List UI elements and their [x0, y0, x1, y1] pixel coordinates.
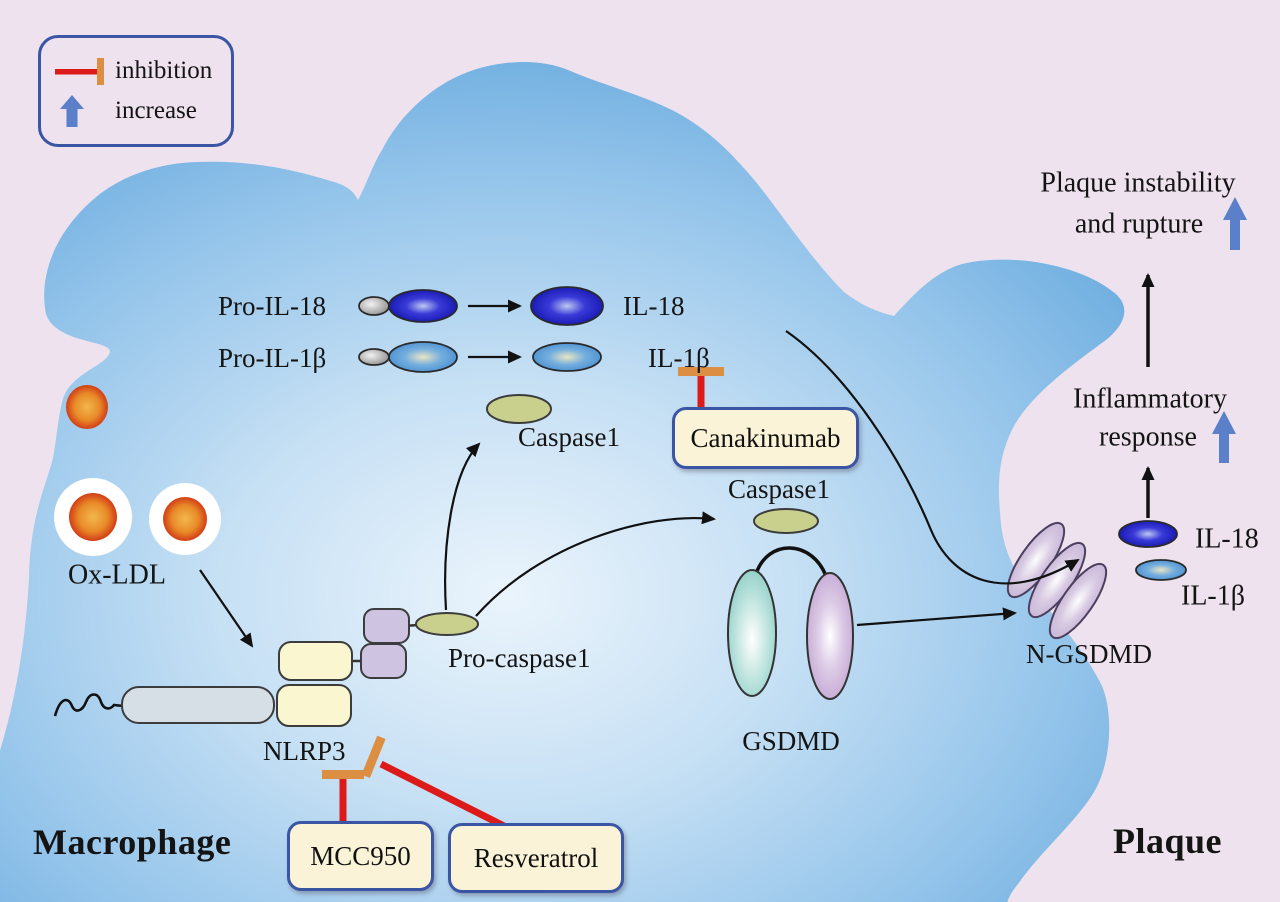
n-gsdmd-label: N-GSDMD — [1025, 638, 1153, 669]
nlrp3-domain-yellow-upper — [278, 641, 353, 681]
nlrp3-domain-purple-upper — [363, 608, 410, 644]
il18-released-ellipse — [1118, 520, 1178, 548]
pro-il1b-label: Pro-IL-1β — [218, 342, 327, 373]
inhibition-symbol-icon — [55, 58, 104, 85]
response-label: response — [1099, 421, 1197, 453]
pro-caspase1-label: Pro-caspase1 — [448, 642, 591, 673]
oxldl-particle-entering — [66, 385, 108, 429]
mcc950-inhibition-line — [322, 770, 364, 823]
procaspase1-to-caspase1-lower-arrow — [475, 511, 716, 617]
ox-ldl-label: Ox-LDL — [68, 559, 166, 591]
increase-arrow-rupture — [1223, 197, 1247, 250]
cytokine-secretion-curve — [785, 330, 1080, 585]
oxldl-to-nlrp3-arrow — [199, 569, 254, 648]
caspase1-upper-ellipse — [486, 394, 552, 424]
il18-released-label: IL-18 — [1195, 523, 1259, 555]
plaque-label: Plaque — [1113, 821, 1223, 862]
il18-ellipse — [530, 286, 604, 326]
pro-il18-molecule — [358, 289, 458, 323]
canakinumab-label: Canakinumab — [690, 422, 841, 453]
legend-increase-label: increase — [115, 97, 197, 124]
caspase1-upper-label: Caspase1 — [518, 421, 620, 452]
plaque-instability-line1: Plaque instability — [1040, 167, 1236, 199]
pro-il18-label: Pro-IL-18 — [218, 290, 326, 321]
canakinumab-inhibition-line — [678, 367, 724, 410]
resveratrol-label: Resveratrol — [473, 842, 599, 873]
mcc950-label: MCC950 — [310, 840, 411, 871]
macrophage-cell-body — [0, 61, 1125, 902]
gsdmd-to-pore-arrow — [856, 607, 1017, 627]
gsdmd-label: GSDMD — [742, 725, 840, 756]
canakinumab-box: Canakinumab — [672, 407, 859, 469]
resveratrol-inhibition-line — [361, 735, 506, 830]
legend-increase-row: increase — [51, 94, 221, 128]
legend-inhibition-label: inhibition — [115, 57, 213, 84]
plaque-instability-line2: and rupture — [1074, 208, 1204, 240]
nlrp3-squiggle — [53, 693, 124, 717]
mcc950-box: MCC950 — [287, 821, 434, 891]
procaspase1-to-caspase1-upper-arrow — [444, 442, 481, 611]
resveratrol-box: Resveratrol — [448, 823, 624, 893]
il1b-ellipse — [532, 342, 602, 372]
macrophage-label: Macrophage — [33, 822, 232, 863]
caspase1-lower-label: Caspase1 — [728, 473, 830, 504]
gsdmd-molecule — [727, 546, 854, 700]
il1b-released-label: IL-1β — [1181, 580, 1245, 612]
inflammatory-label: Inflammatory — [1073, 383, 1227, 415]
il1b-released-ellipse — [1135, 559, 1187, 581]
legend-inhibition-row: inhibition — [51, 54, 221, 88]
pro-il1b-molecule — [358, 341, 458, 373]
oxldl-particles — [54, 478, 221, 556]
il18-label: IL-18 — [623, 290, 685, 321]
nlrp3-domain-yellow-lower — [276, 684, 352, 727]
caspase1-lower-ellipse — [753, 508, 819, 534]
legend: inhibition increase — [38, 35, 234, 147]
pro-caspase1-ellipse — [415, 612, 479, 636]
nlrp3-label: NLRP3 — [263, 735, 346, 766]
nlrp3-domain-purple-lower — [360, 643, 407, 679]
nlrp3-complex — [53, 608, 479, 727]
il1b-label: IL-1β — [648, 342, 710, 373]
increase-arrow-icon — [60, 95, 84, 127]
increase-arrow-response — [1212, 411, 1236, 463]
nlrp3-domain-long — [121, 686, 275, 724]
